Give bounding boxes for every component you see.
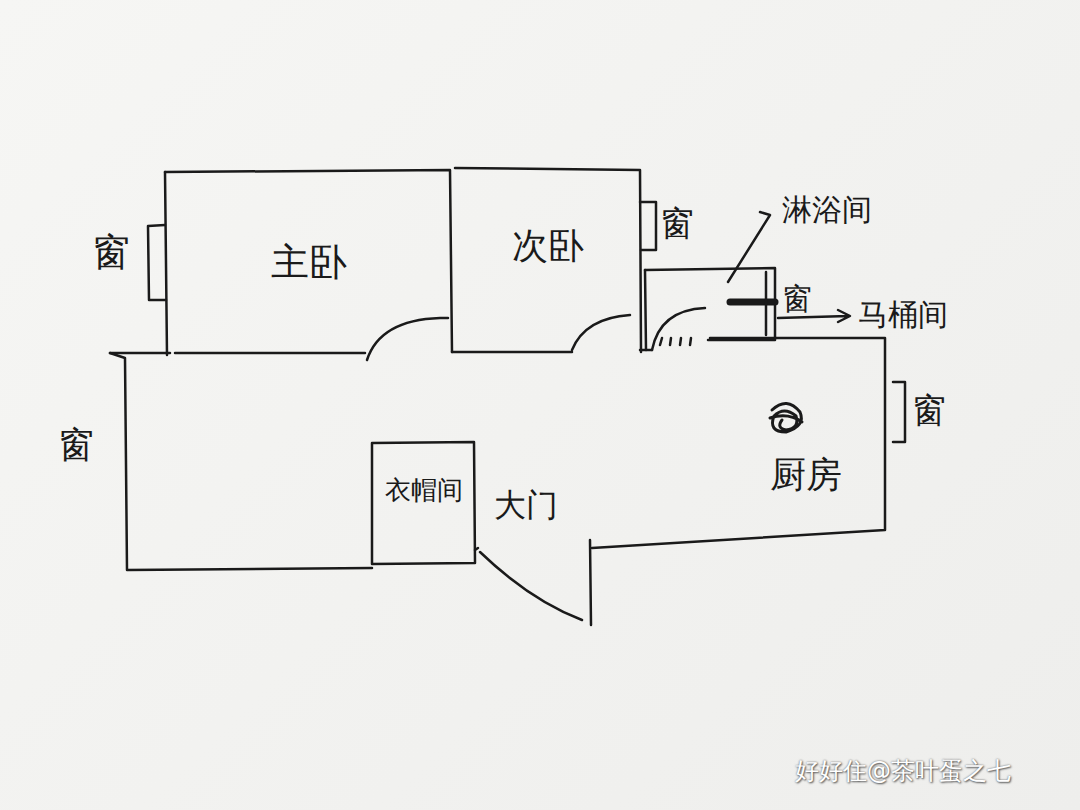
- door-swing: [652, 308, 705, 350]
- room-name: 衣帽间: [385, 476, 463, 505]
- wall: [165, 170, 452, 352]
- plan-label: 窗: [660, 205, 694, 242]
- plan-label: 窗: [912, 392, 946, 429]
- door-swing: [367, 318, 448, 360]
- window-symbol: [893, 382, 905, 442]
- leader-line: [728, 212, 770, 282]
- door-swing: [480, 552, 582, 620]
- door-hatch: [660, 338, 691, 345]
- room: 次卧: [456, 171, 640, 321]
- room-name: 次卧: [512, 226, 584, 266]
- wall: [592, 338, 885, 548]
- partition: [730, 299, 775, 306]
- wall: [645, 268, 775, 340]
- wall: [110, 353, 372, 570]
- plan-label: 窗: [58, 425, 94, 465]
- plan-label: 淋浴间: [782, 193, 872, 226]
- room: 主卧: [168, 173, 450, 353]
- plan-label: 窗: [782, 282, 812, 315]
- plan-label: 大门: [494, 488, 558, 523]
- window-symbol: [148, 225, 166, 300]
- window-symbol: [640, 202, 656, 250]
- wall: [372, 442, 475, 564]
- wall: [455, 168, 641, 352]
- door-swing: [572, 315, 630, 350]
- wall: [165, 172, 167, 355]
- window-symbol: [765, 272, 768, 335]
- watermark: 好好住@茶叶蛋之七: [795, 758, 1011, 784]
- wall: [110, 350, 652, 353]
- wall: [590, 540, 591, 625]
- room-name: 主卧: [271, 242, 347, 284]
- plan-label: 马桶间: [858, 298, 948, 331]
- wall: [645, 270, 646, 350]
- plan-label: 厨房: [770, 455, 842, 495]
- plan-label: 窗: [92, 232, 130, 274]
- scribble: [770, 403, 802, 432]
- room: 衣帽间: [374, 445, 474, 535]
